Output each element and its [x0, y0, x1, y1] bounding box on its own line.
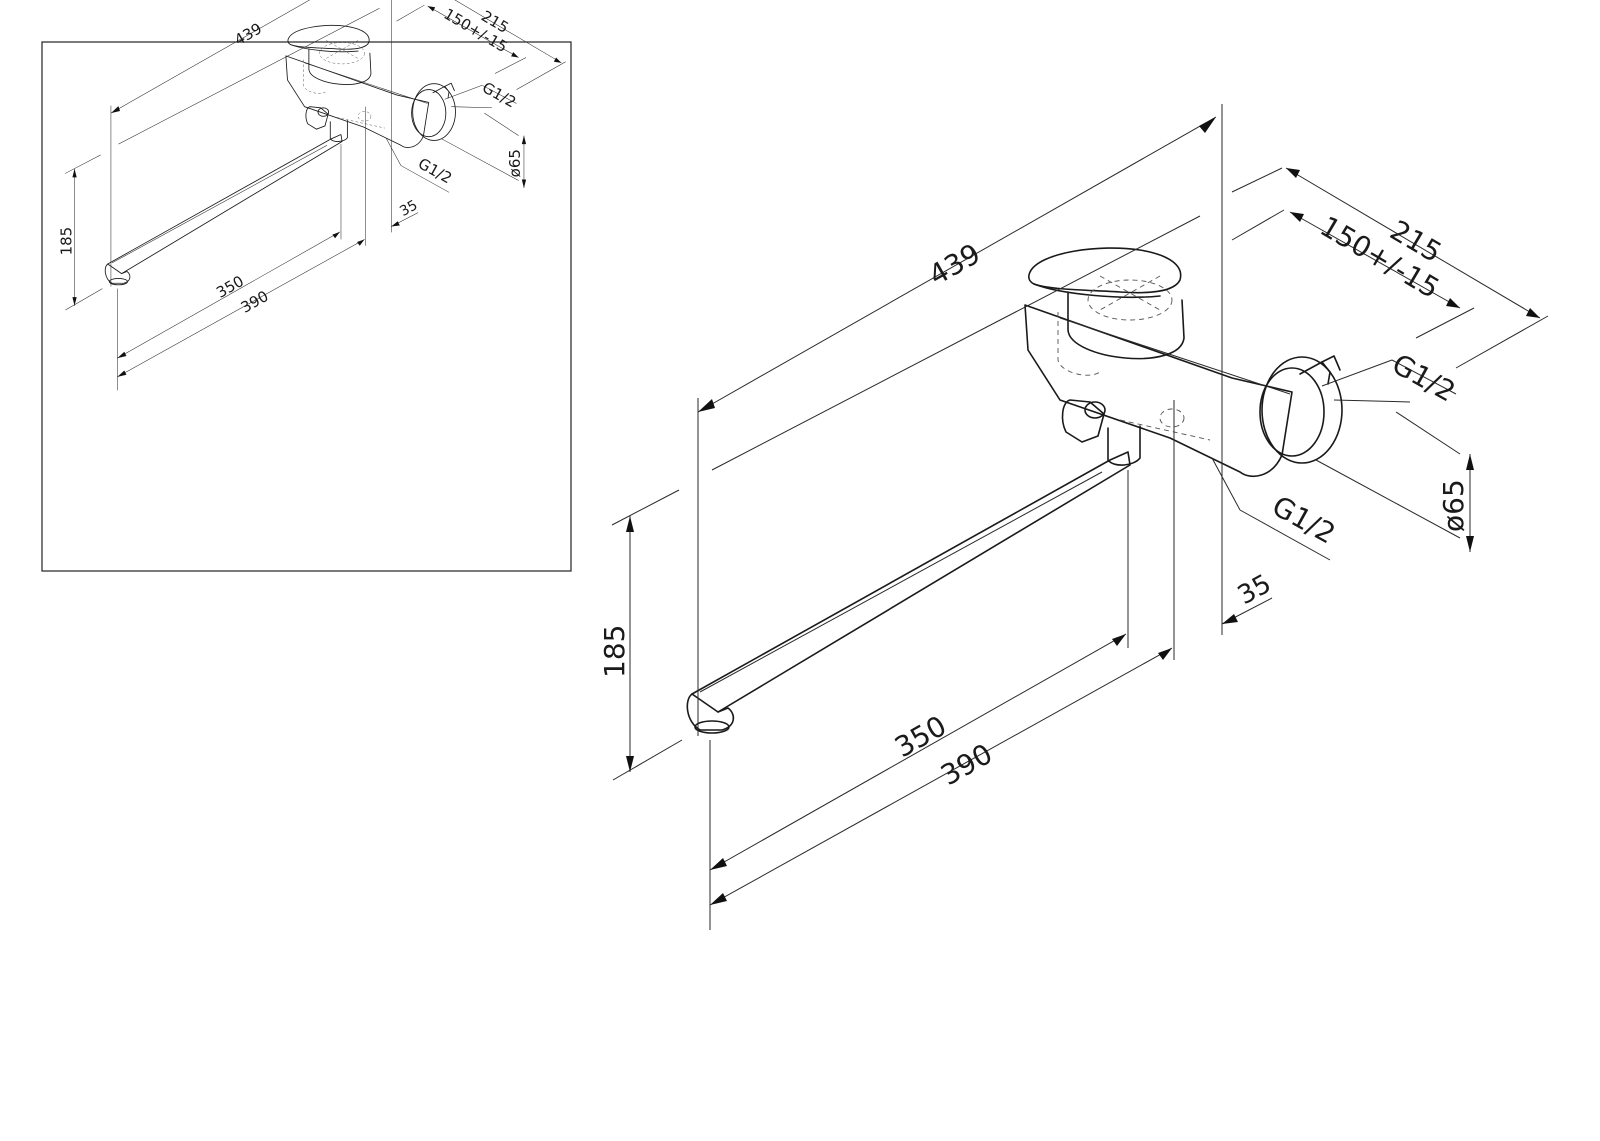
- thumbnail-view: [56, 0, 567, 391]
- dim-diameter: ø65: [1437, 479, 1470, 532]
- thumbnail-frame: [41, 41, 572, 572]
- dim-350: 350: [889, 709, 952, 764]
- main-view: 439 215 150+/-15 G1/2 ø65 G1/2 35 185 35…: [598, 104, 1549, 930]
- faucet-drawing: [686, 247, 1343, 734]
- dim-g12-top: G1/2: [1387, 347, 1461, 408]
- dimension-lines: [626, 116, 1541, 906]
- dim-439: 439: [923, 237, 986, 292]
- dim-g12-bottom: G1/2: [1267, 489, 1341, 550]
- dim-35: 35: [1233, 569, 1276, 611]
- dim-185: 185: [598, 625, 631, 678]
- dim-390: 390: [935, 737, 998, 792]
- extension-lines: [611, 104, 1549, 930]
